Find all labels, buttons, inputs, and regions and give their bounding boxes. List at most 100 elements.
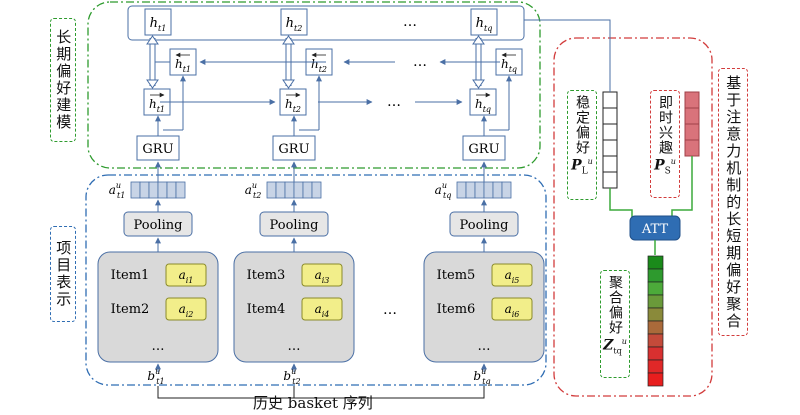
backward-ellipsis: …	[413, 54, 427, 70]
top-hidden-label-1: ht1	[150, 16, 167, 33]
basket-vector-cell	[501, 181, 512, 199]
basket-vector-cell	[157, 181, 168, 199]
aggregation-region	[553, 37, 713, 397]
item-embedding	[165, 263, 207, 287]
basket-vector-cell	[139, 181, 150, 199]
backward-hidden-label-2: ht2	[311, 57, 327, 74]
item-embedding-label: ai1	[179, 268, 194, 285]
forward-hidden-label-2: ht2	[285, 97, 301, 114]
aggregated-pref-label: 聚合偏好	[607, 275, 623, 335]
aggregated-cell-10	[647, 372, 664, 387]
more-items-ellipsis: …	[478, 339, 491, 354]
basket-vector-cell	[266, 181, 277, 199]
history-basket-label: 历史 basket 序列	[253, 394, 373, 412]
basket-vector-cell	[130, 181, 141, 199]
item-embedding	[165, 297, 207, 321]
forward-hidden-state-3	[469, 88, 497, 116]
basket-bracket	[157, 386, 485, 399]
aggregated-cell-3	[647, 281, 664, 296]
gru-box-1	[136, 135, 180, 161]
basket-vector-cell	[483, 181, 494, 199]
aggregated-cell-9	[647, 359, 664, 374]
stable-preference-vector	[602, 91, 618, 189]
item-repr-region	[85, 174, 547, 386]
aggregated-cell-5	[647, 307, 664, 322]
gru-box-2	[272, 135, 316, 161]
item-embedding	[301, 263, 343, 287]
aggregated-preference-vector	[647, 255, 664, 387]
top-hidden-label-2: ht2	[286, 16, 303, 33]
instant-interest-vector	[684, 91, 700, 157]
basket-vector-cell	[166, 181, 177, 199]
item-name: Item1	[111, 268, 150, 283]
pooling-box-3	[449, 211, 519, 237]
item-name: Item4	[247, 302, 286, 317]
forward-ellipsis: …	[387, 94, 401, 110]
top-h-ellipsis: …	[403, 14, 417, 30]
forward-hidden-label-1: ht1	[149, 97, 165, 114]
basket-vector-cell	[456, 181, 467, 199]
item-embedding	[491, 263, 533, 287]
aggregated-cell-1	[647, 255, 664, 270]
att-label: ATT	[641, 222, 669, 237]
basket-ellipsis: …	[383, 302, 397, 318]
item-embedding	[491, 297, 533, 321]
item-name: Item6	[437, 302, 476, 317]
top-hidden-layer	[127, 5, 525, 41]
basket-vector-cell	[293, 181, 304, 199]
long-term-region	[87, 1, 541, 169]
item-embedding-label: ai5	[505, 268, 520, 285]
instant-interest-symbol: PSu	[654, 157, 676, 177]
backward-hidden-state-1	[169, 48, 197, 76]
basket-vector-cell	[284, 181, 295, 199]
basket-vector-cell	[148, 181, 159, 199]
item-embedding-label: ai3	[315, 268, 330, 285]
pooling-box-2	[259, 211, 329, 237]
more-items-ellipsis: …	[152, 339, 165, 354]
basket-vector-cell	[275, 181, 286, 199]
pooling-label-3: Pooling	[460, 218, 509, 233]
gru-label-3: GRU	[468, 142, 499, 157]
gru-label-2: GRU	[278, 142, 309, 157]
forward-hidden-state-2	[279, 88, 307, 116]
aggregated-cell-2	[647, 268, 664, 283]
basket-vector-cell	[175, 181, 186, 199]
stable-pref-label: 稳定偏好	[574, 95, 590, 155]
stable-pref-box: 稳定偏好 PLu	[567, 90, 597, 200]
aggregated-pref-symbol: Ztqu	[603, 337, 627, 356]
top-hidden-label-3: htq	[476, 16, 493, 33]
item-name: Item2	[111, 302, 150, 317]
top-hidden-state-1	[144, 8, 172, 36]
instant-interest-box: 即时兴趣 PSu	[650, 90, 680, 198]
item-name: Item5	[437, 268, 476, 283]
top-hidden-state-3	[470, 8, 498, 36]
instant-interest-label: 即时兴趣	[657, 95, 673, 155]
pooling-box-1	[123, 211, 193, 237]
gru-label-1: GRU	[142, 142, 173, 157]
item-embedding-label: ai4	[315, 302, 330, 319]
forward-hidden-label-3: htq	[475, 97, 491, 114]
long-term-label: 长期偏好建模	[50, 18, 76, 142]
aggregated-cell-6	[647, 320, 664, 335]
item-name: Item3	[247, 268, 286, 283]
backward-hidden-label-1: ht1	[175, 57, 191, 74]
item-embedding	[301, 297, 343, 321]
basket-vector-cell	[311, 181, 322, 199]
basket-vector-cell	[492, 181, 503, 199]
backward-hidden-state-3	[495, 48, 523, 76]
item-repr-label: 项目表示	[50, 226, 76, 322]
gru-box-3	[462, 135, 506, 161]
pooling-label-2: Pooling	[270, 218, 319, 233]
basket-vector-cell	[465, 181, 476, 199]
aggregated-pref-box: 聚合偏好 Ztqu	[600, 270, 630, 378]
top-hidden-state-2	[280, 8, 308, 36]
backward-hidden-label-3: htq	[501, 57, 517, 74]
model-label: 基于注意力机制的长短期偏好聚合	[718, 68, 748, 336]
